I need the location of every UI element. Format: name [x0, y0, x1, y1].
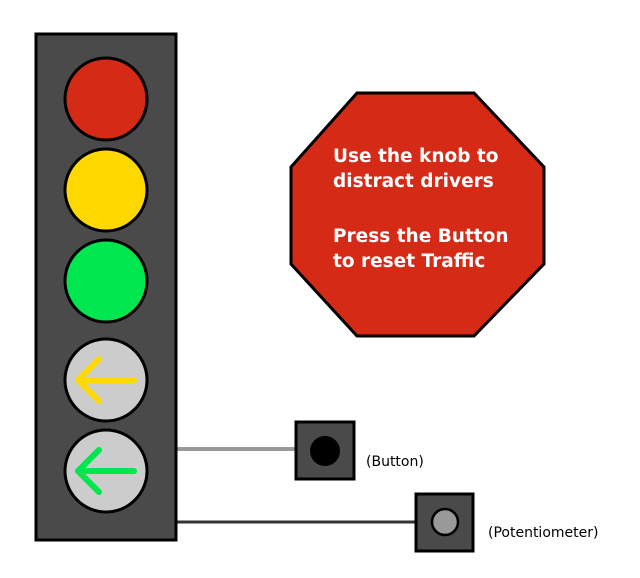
potentiometer[interactable] [414, 492, 475, 553]
button-cap[interactable] [310, 436, 340, 466]
sign-line-4: to reset Traffic [333, 251, 486, 272]
green-left-arrow-light [63, 428, 149, 514]
potentiometer-knob[interactable] [430, 507, 460, 537]
left-arrow-icon [75, 447, 137, 495]
sign-line-1: Use the knob to [333, 146, 499, 167]
yellow-left-arrow-light [63, 337, 149, 423]
sign-line-2: distract drivers [333, 171, 494, 192]
sign-line-3: Press the Button [333, 226, 509, 247]
stop-sign-text: Use the knob to distract drivers Press t… [300, 144, 540, 274]
yellow-light [63, 147, 149, 233]
potentiometer-label: (Potentiometer) [488, 525, 599, 541]
red-light [63, 56, 149, 142]
button-label: (Button) [366, 454, 424, 470]
green-light [63, 238, 149, 324]
reset-button[interactable] [294, 420, 356, 481]
stop-sign [289, 91, 546, 338]
left-arrow-icon [75, 356, 137, 404]
